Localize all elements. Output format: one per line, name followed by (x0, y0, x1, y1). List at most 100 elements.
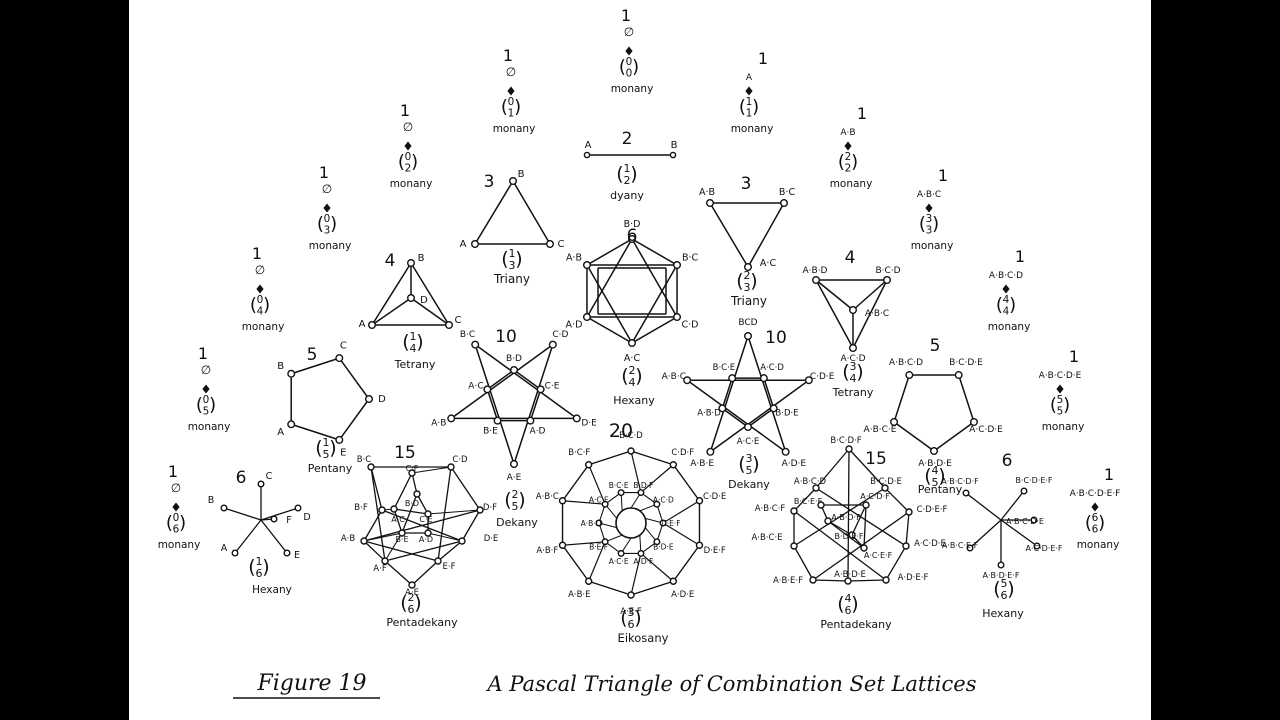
node-label: B (671, 140, 678, 151)
set-count: 1 (1104, 465, 1114, 484)
binom-top: 1 (624, 162, 631, 175)
binom-paren-right: ) (752, 453, 759, 475)
edge (338, 398, 370, 441)
edge (393, 472, 413, 510)
edge (371, 262, 412, 326)
edge (416, 493, 429, 515)
binom-paren-left: ( (739, 97, 746, 118)
edge (401, 493, 418, 534)
node-label: A·C·E (609, 557, 629, 566)
edge (630, 450, 674, 466)
node-label: B·C·D·E·F (1015, 476, 1052, 485)
set-count: 1 (938, 166, 948, 185)
node-label: B·D·F (633, 481, 653, 490)
edge (815, 448, 850, 489)
binom-bottom: 4 (410, 342, 417, 355)
node-label: ∅ (255, 263, 265, 277)
binom-paren-left: ( (837, 593, 844, 615)
binom-bottom: 4 (1003, 306, 1010, 318)
edge (709, 335, 749, 453)
node-label: E (294, 550, 300, 561)
node-label: A (460, 239, 467, 250)
binom-paren-right: ) (1009, 295, 1016, 316)
edge (793, 487, 886, 547)
lattice-name: monany (309, 240, 352, 252)
lattice-name: Tetrany (832, 386, 874, 399)
node (728, 374, 737, 383)
node-label: C·E·F (661, 519, 680, 528)
node (718, 404, 727, 413)
binom-paren-right: ) (209, 395, 216, 416)
binom-top: 1 (410, 330, 417, 343)
node-label: A·B·C·D (794, 477, 827, 487)
node (582, 261, 591, 270)
lattice-name: monany (611, 83, 654, 95)
edge (437, 540, 463, 562)
lattice-name: Hexany (613, 394, 655, 407)
set-count: 20 (609, 420, 633, 442)
binom-bottom: 2 (624, 174, 631, 187)
edge (852, 279, 888, 349)
edge (384, 532, 403, 562)
edge (338, 357, 370, 400)
node (824, 517, 832, 525)
edge (815, 279, 854, 349)
edge (513, 369, 542, 390)
node-label: A·C·D·E (914, 539, 946, 549)
node (673, 313, 682, 322)
binom-top: 3 (850, 360, 857, 373)
set-count: 1 (198, 344, 208, 363)
node-label: A·B·D (697, 409, 721, 419)
binom-paren-right: ) (263, 295, 270, 316)
binom-bottom: 6 (1092, 524, 1099, 536)
node (424, 529, 432, 537)
node (407, 294, 416, 303)
node-label: A·D (530, 426, 546, 436)
node (1002, 284, 1010, 294)
lattice-name: monany (390, 178, 433, 190)
edge (363, 540, 439, 562)
node (595, 519, 603, 527)
binom-paren-right: ) (938, 465, 945, 487)
node-label: A·C·D (760, 363, 784, 373)
node-label: C·F (406, 464, 419, 473)
edge (410, 297, 450, 326)
node (582, 313, 591, 322)
binom-bottom: 4 (629, 376, 636, 389)
binom-paren-right: ) (515, 248, 522, 270)
binom-bottom: 2 (845, 163, 852, 175)
binom-paren-left: ( (315, 437, 322, 459)
node-label: B·C·D·E (949, 358, 983, 368)
node (669, 461, 678, 469)
node (790, 542, 798, 550)
node-label: A·B·E (568, 590, 590, 600)
edge (709, 379, 810, 453)
monany-lattice: 1A·B·C·D44()monany (988, 247, 1031, 333)
binom-bottom: 6 (845, 604, 852, 617)
lattice-name: Triany (493, 272, 530, 286)
edge (747, 202, 785, 268)
node-label: A·C·E·F (864, 551, 893, 560)
edge (631, 316, 678, 344)
set-count: 4 (845, 248, 856, 268)
node (780, 198, 789, 207)
edge (969, 519, 1002, 549)
set-count: 1 (758, 49, 768, 68)
node (890, 417, 899, 426)
set-count: 4 (385, 251, 396, 271)
node (881, 484, 889, 492)
binom-paren-right: ) (932, 214, 939, 235)
node-label: B·C (357, 455, 372, 465)
edge (363, 540, 386, 562)
set-count: 5 (930, 336, 941, 356)
node-label: A·B·D (803, 266, 828, 276)
node (759, 374, 768, 383)
binom-paren-right: ) (329, 437, 336, 459)
figure-label: Figure 19 (256, 671, 366, 696)
node (812, 276, 821, 285)
